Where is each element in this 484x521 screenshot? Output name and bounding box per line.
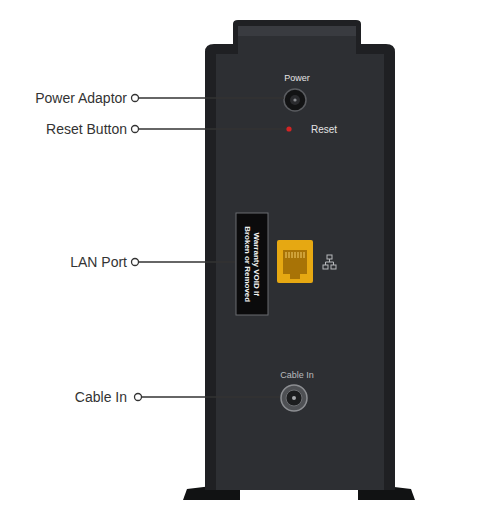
callout-label: Power Adaptor [35, 90, 127, 106]
pin [286, 252, 287, 258]
icon-square [327, 255, 332, 259]
icon-links [326, 259, 334, 265]
pin [304, 252, 305, 258]
lan-port-pins [286, 252, 304, 258]
power-jack-pin [293, 98, 296, 101]
reset-button [286, 126, 291, 131]
network-icon [323, 255, 336, 269]
lan-port-opening [283, 250, 307, 279]
callout-label: Cable In [75, 389, 127, 405]
panel-marking: Power [284, 73, 310, 83]
pin [295, 252, 296, 258]
panel-marking: Cable In [280, 370, 314, 380]
leader-line [139, 261, 235, 262]
top-cap-highlight [238, 26, 356, 36]
leader-lines [132, 95, 287, 401]
coax-inner [286, 390, 302, 406]
leader-line [139, 97, 284, 98]
pin [289, 252, 290, 258]
pin [292, 252, 293, 258]
callout-label: Reset Button [46, 121, 127, 137]
leader-line [142, 396, 280, 397]
coax-pin [292, 396, 296, 400]
callout-label: LAN Port [70, 254, 127, 270]
leader-dot [132, 259, 139, 266]
pin [301, 252, 302, 258]
modem-face [216, 26, 384, 490]
power-jack [284, 89, 306, 111]
power-jack-inner [290, 95, 300, 105]
pin [298, 252, 299, 258]
warranty-sticker [236, 213, 268, 315]
lan-port [277, 240, 313, 283]
leader-dot [132, 95, 139, 102]
leader-dot [132, 126, 139, 133]
icon-square [323, 265, 328, 269]
coax-connector [281, 385, 307, 411]
panel-marking: Reset [311, 124, 337, 136]
sticker-text: Warranty VOID If Broken or Removed [243, 218, 261, 310]
leader-line [139, 128, 286, 129]
leader-dot [135, 394, 142, 401]
icon-square [331, 265, 336, 269]
modem-housing [205, 20, 395, 490]
